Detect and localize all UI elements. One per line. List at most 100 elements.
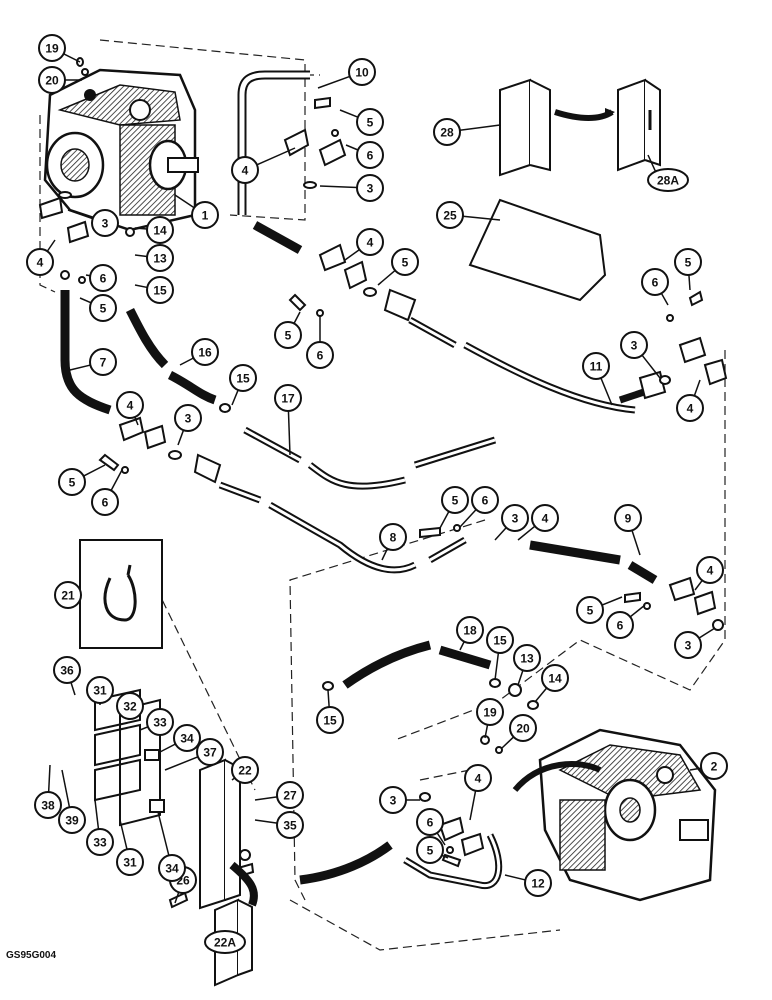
callout-leader: [339, 109, 359, 118]
callout-leader: [287, 410, 291, 456]
callout-number: 1: [202, 209, 209, 223]
drawing-code: GS95G004: [6, 950, 57, 961]
callout-5: 5: [79, 294, 117, 322]
callout-bubble: [356, 174, 384, 202]
callout-leader: [689, 767, 702, 771]
callout-leader: [327, 689, 330, 708]
callout-5: 5: [439, 486, 469, 529]
callout-39: 39: [58, 769, 86, 834]
callout-5: 5: [339, 108, 384, 136]
callout-bubble: [582, 352, 610, 380]
callout-number: 21: [61, 589, 75, 603]
callout-number: 6: [652, 276, 659, 290]
callout-13: 13: [134, 244, 174, 272]
callout-leader: [459, 509, 477, 528]
callout-3: 3: [620, 331, 661, 379]
callout-3: 3: [379, 786, 420, 814]
callout-bubble: [86, 828, 114, 856]
callout-leader: [377, 269, 396, 286]
callout-leader: [139, 726, 149, 731]
callout-33: 33: [139, 708, 174, 736]
callout-15: 15: [229, 364, 257, 406]
callout-16: 16: [179, 338, 219, 366]
callout-bubble: [196, 738, 224, 766]
callout-7: 7: [69, 348, 117, 376]
callout-leader: [70, 682, 76, 696]
callout-5: 5: [674, 248, 702, 291]
callout-bubble: [306, 341, 334, 369]
callout-leader: [134, 254, 148, 258]
callout-10: 10: [317, 58, 376, 89]
callout-14: 14: [534, 664, 569, 703]
callout-19: 19: [38, 34, 81, 63]
callout-3: 3: [674, 627, 716, 659]
callout-15: 15: [486, 626, 514, 681]
upper-hydraulic-pump: [43, 68, 199, 232]
callout-bubble: [674, 248, 702, 276]
callout-3: 3: [67, 209, 119, 237]
callout-leader: [345, 144, 359, 151]
callout-leader: [501, 736, 515, 749]
callout-bubble: [379, 786, 407, 814]
callout-number: 28A: [657, 174, 679, 188]
callout-number: 15: [236, 372, 250, 386]
callout-bubble: [576, 596, 604, 624]
callout-12: 12: [504, 869, 552, 897]
callout-leader: [436, 832, 446, 846]
callout-bubble: [174, 404, 202, 432]
callout-number: 37: [203, 746, 217, 760]
callout-leader: [134, 227, 148, 230]
callout-leader: [134, 416, 139, 426]
callout-31: 31: [116, 819, 144, 876]
callout-leader: [494, 652, 500, 681]
callout-leader: [63, 53, 81, 63]
callout-number: 17: [281, 392, 295, 406]
callout-leader: [693, 379, 701, 397]
callout-4: 4: [676, 379, 704, 422]
callout-bubble: [606, 611, 634, 639]
callout-28: 28: [433, 118, 501, 146]
callout-number: 6: [100, 272, 107, 286]
callout-5: 5: [274, 311, 302, 349]
arrow-28: [554, 109, 614, 121]
callout-bubble: [274, 321, 302, 349]
callout-number: 3: [512, 512, 519, 526]
callout-bubble: [620, 331, 648, 359]
callout-20: 20: [38, 66, 82, 94]
callout-number: 5: [367, 116, 374, 130]
callout-bubble: [441, 486, 469, 514]
callout-number: 5: [587, 604, 594, 618]
callout-leader: [119, 819, 128, 850]
callout-bubble: [486, 626, 514, 654]
callout-leader: [177, 429, 185, 446]
callout-leader: [694, 579, 703, 591]
callout-number: 22A: [214, 936, 236, 950]
callout-bubble: [146, 216, 174, 244]
callout-bubble: [647, 168, 689, 192]
callout-leader: [317, 75, 351, 89]
callout-38: 38: [34, 764, 62, 819]
callout-bubble: [356, 108, 384, 136]
callout-number: 12: [531, 877, 545, 891]
callout-4: 4: [231, 147, 296, 184]
callout-bubble: [116, 848, 144, 876]
callout-number: 15: [493, 634, 507, 648]
callout-bubble: [541, 664, 569, 692]
callout-leader: [629, 604, 646, 618]
callout-number: 4: [687, 402, 694, 416]
callout-6: 6: [306, 315, 334, 369]
callout-number: 4: [542, 512, 549, 526]
callout-leader: [517, 525, 536, 541]
callout-5: 5: [576, 596, 623, 624]
callout-number: 39: [65, 814, 79, 828]
callout-leader: [231, 389, 239, 406]
callout-number: 19: [483, 706, 497, 720]
callout-bubble: [509, 714, 537, 742]
callout-33: 33: [86, 799, 114, 856]
callout-number: 5: [69, 476, 76, 490]
callout-number: 27: [283, 789, 297, 803]
callout-number: 7: [100, 356, 107, 370]
callout-3: 3: [174, 404, 202, 446]
callout-number: 33: [153, 716, 167, 730]
callout-6: 6: [606, 604, 646, 639]
